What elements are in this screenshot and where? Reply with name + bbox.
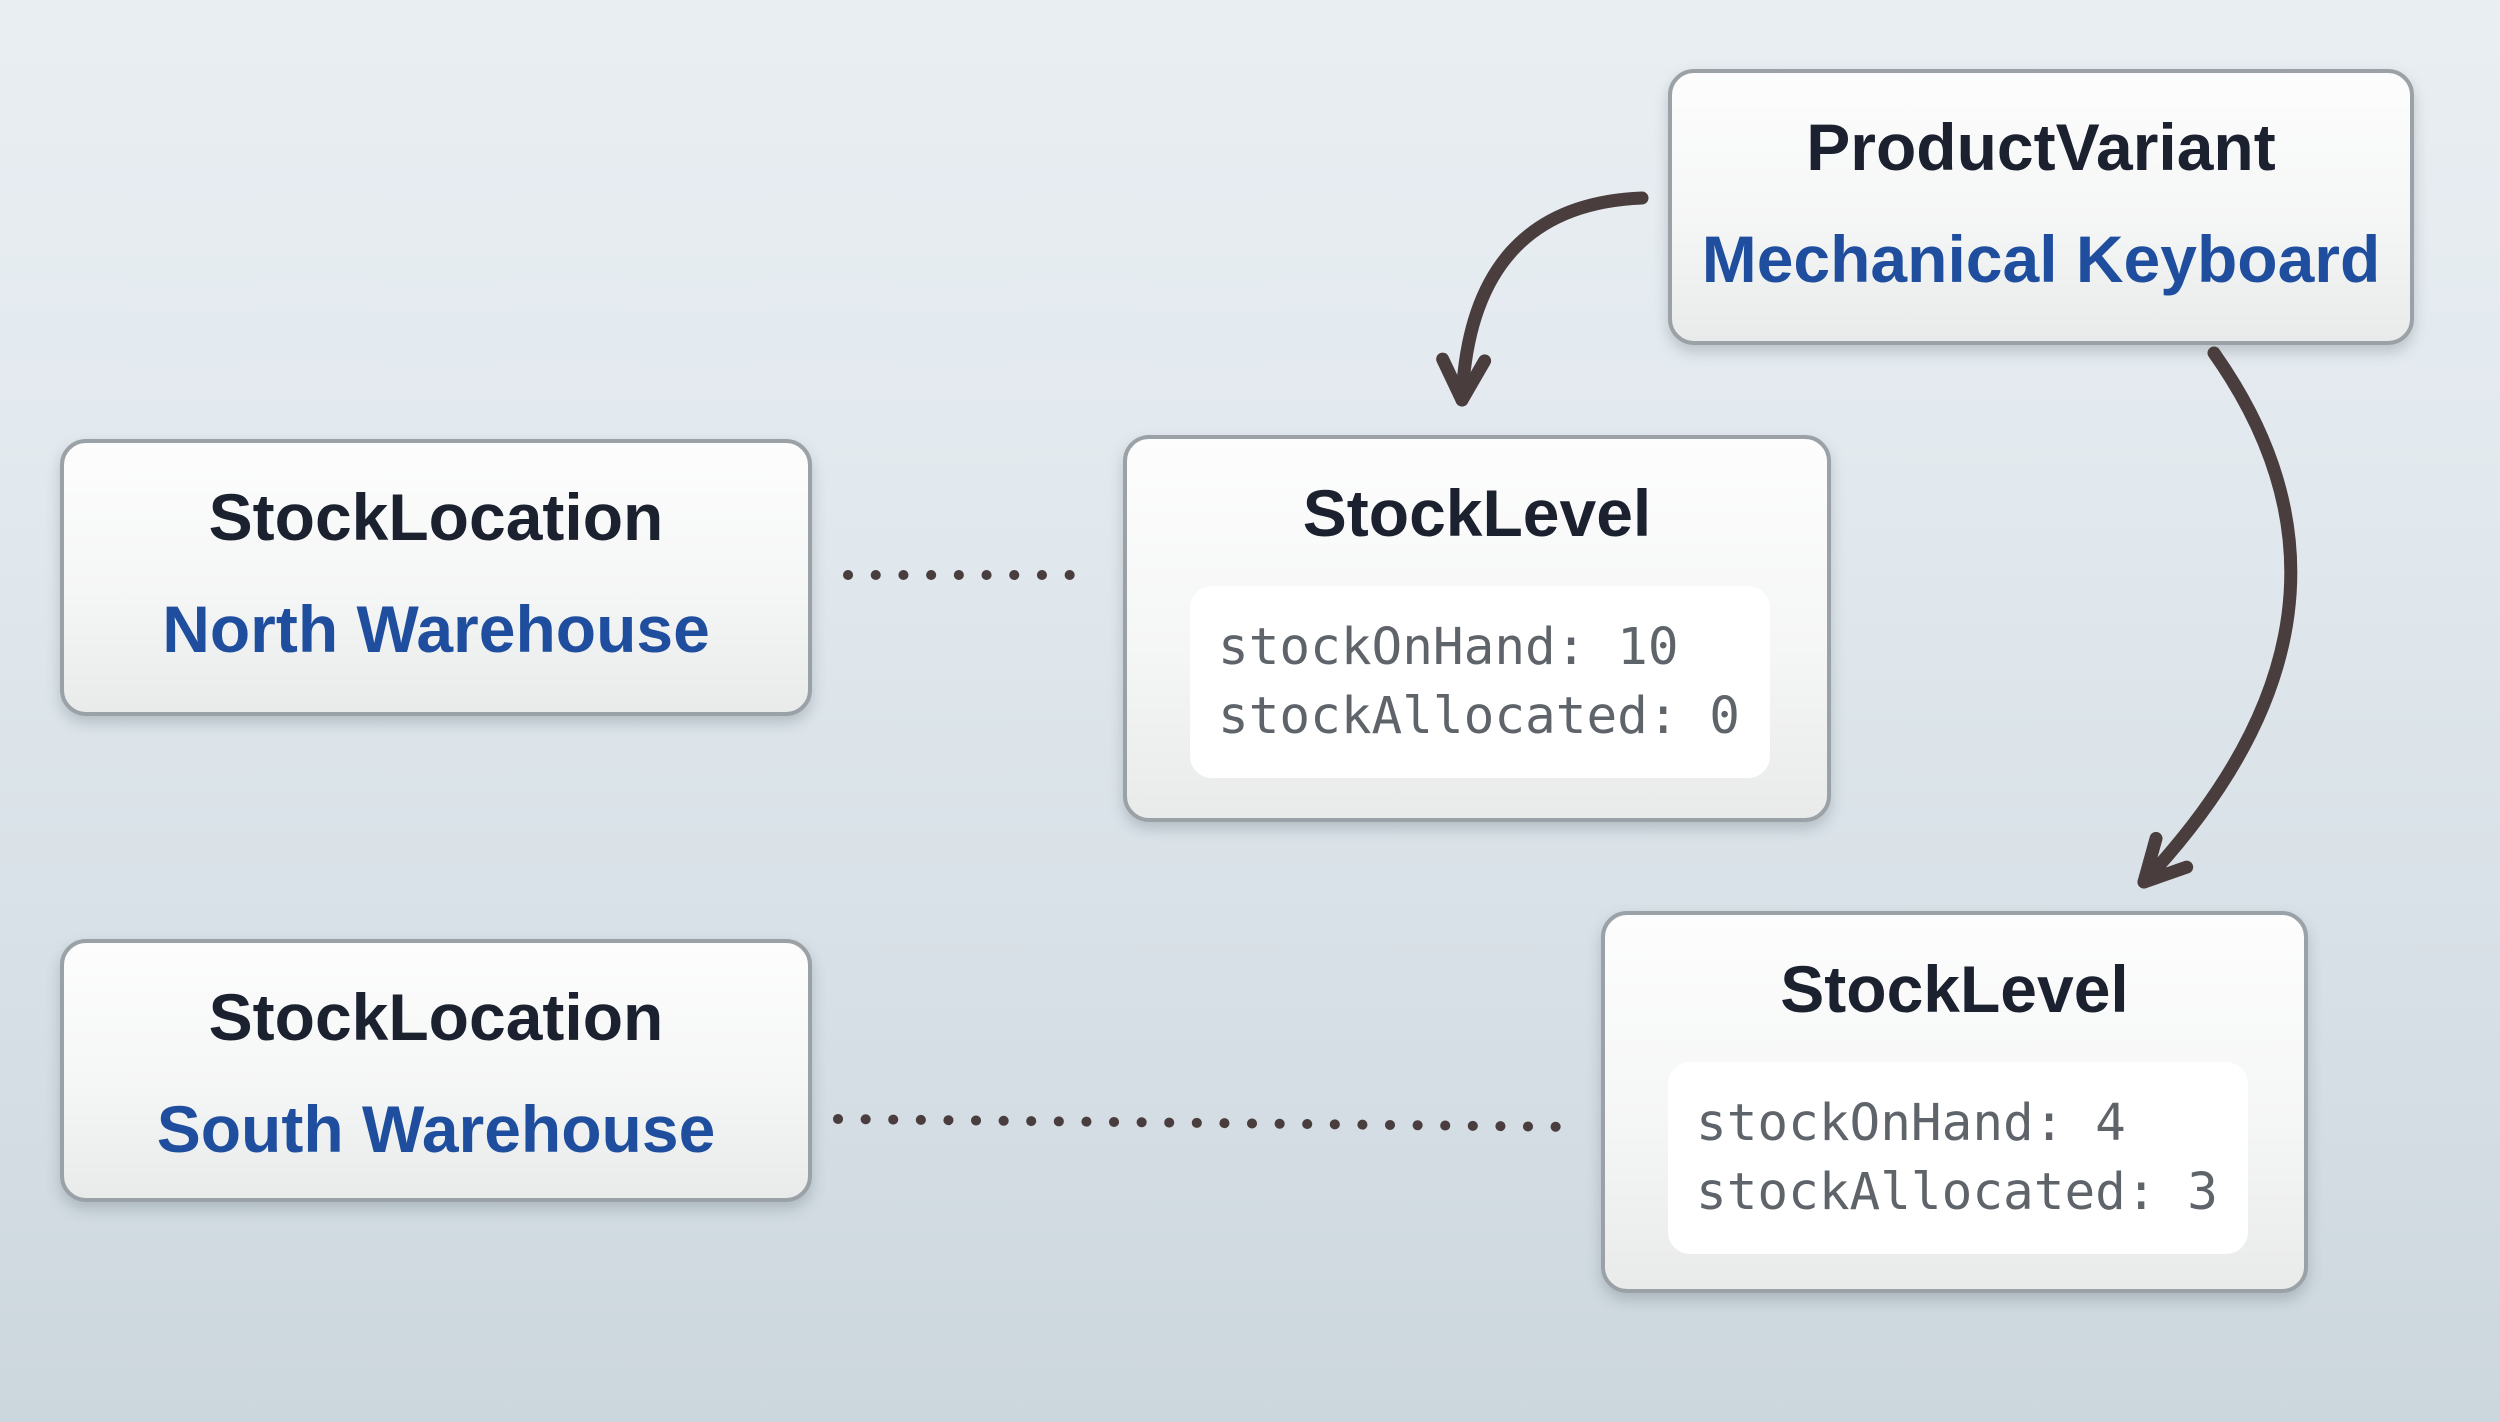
node-subtitle: North Warehouse	[162, 592, 710, 666]
stock-level-north-code-box: stockOnHand: 10 stockAllocated: 0	[1190, 586, 1770, 778]
node-product-variant: ProductVariant Mechanical Keyboard	[1668, 69, 2414, 345]
arrow-product-variant-to-stock-level-north	[1436, 191, 1649, 407]
node-title: StockLocation	[208, 980, 664, 1054]
code-line-stock-allocated: stockAllocated: 3	[1696, 1163, 2218, 1222]
node-title: ProductVariant	[1806, 110, 2276, 184]
node-title: StockLevel	[1302, 476, 1652, 550]
dotted-link-south	[833, 1114, 1585, 1132]
node-stock-level-south: StockLevel stockOnHand: 4 stockAllocated…	[1601, 911, 2308, 1293]
stock-level-south-code-box: stockOnHand: 4 stockAllocated: 3	[1668, 1062, 2248, 1254]
node-subtitle: Mechanical Keyboard	[1701, 222, 2381, 296]
node-subtitle: South Warehouse	[156, 1092, 716, 1166]
node-stock-location-north: StockLocation North Warehouse	[60, 439, 812, 716]
node-stock-level-north: StockLevel stockOnHand: 10 stockAllocate…	[1123, 435, 1831, 822]
code-line-stock-on-hand: stockOnHand: 10	[1218, 618, 1679, 677]
node-title: StockLevel	[1780, 952, 2129, 1026]
node-title: StockLocation	[208, 480, 664, 554]
arrow-product-variant-to-stock-level-south	[2137, 346, 2298, 889]
node-stock-location-south: StockLocation South Warehouse	[60, 939, 812, 1202]
code-line-stock-allocated: stockAllocated: 0	[1218, 687, 1740, 746]
code-line-stock-on-hand: stockOnHand: 4	[1696, 1094, 2126, 1153]
